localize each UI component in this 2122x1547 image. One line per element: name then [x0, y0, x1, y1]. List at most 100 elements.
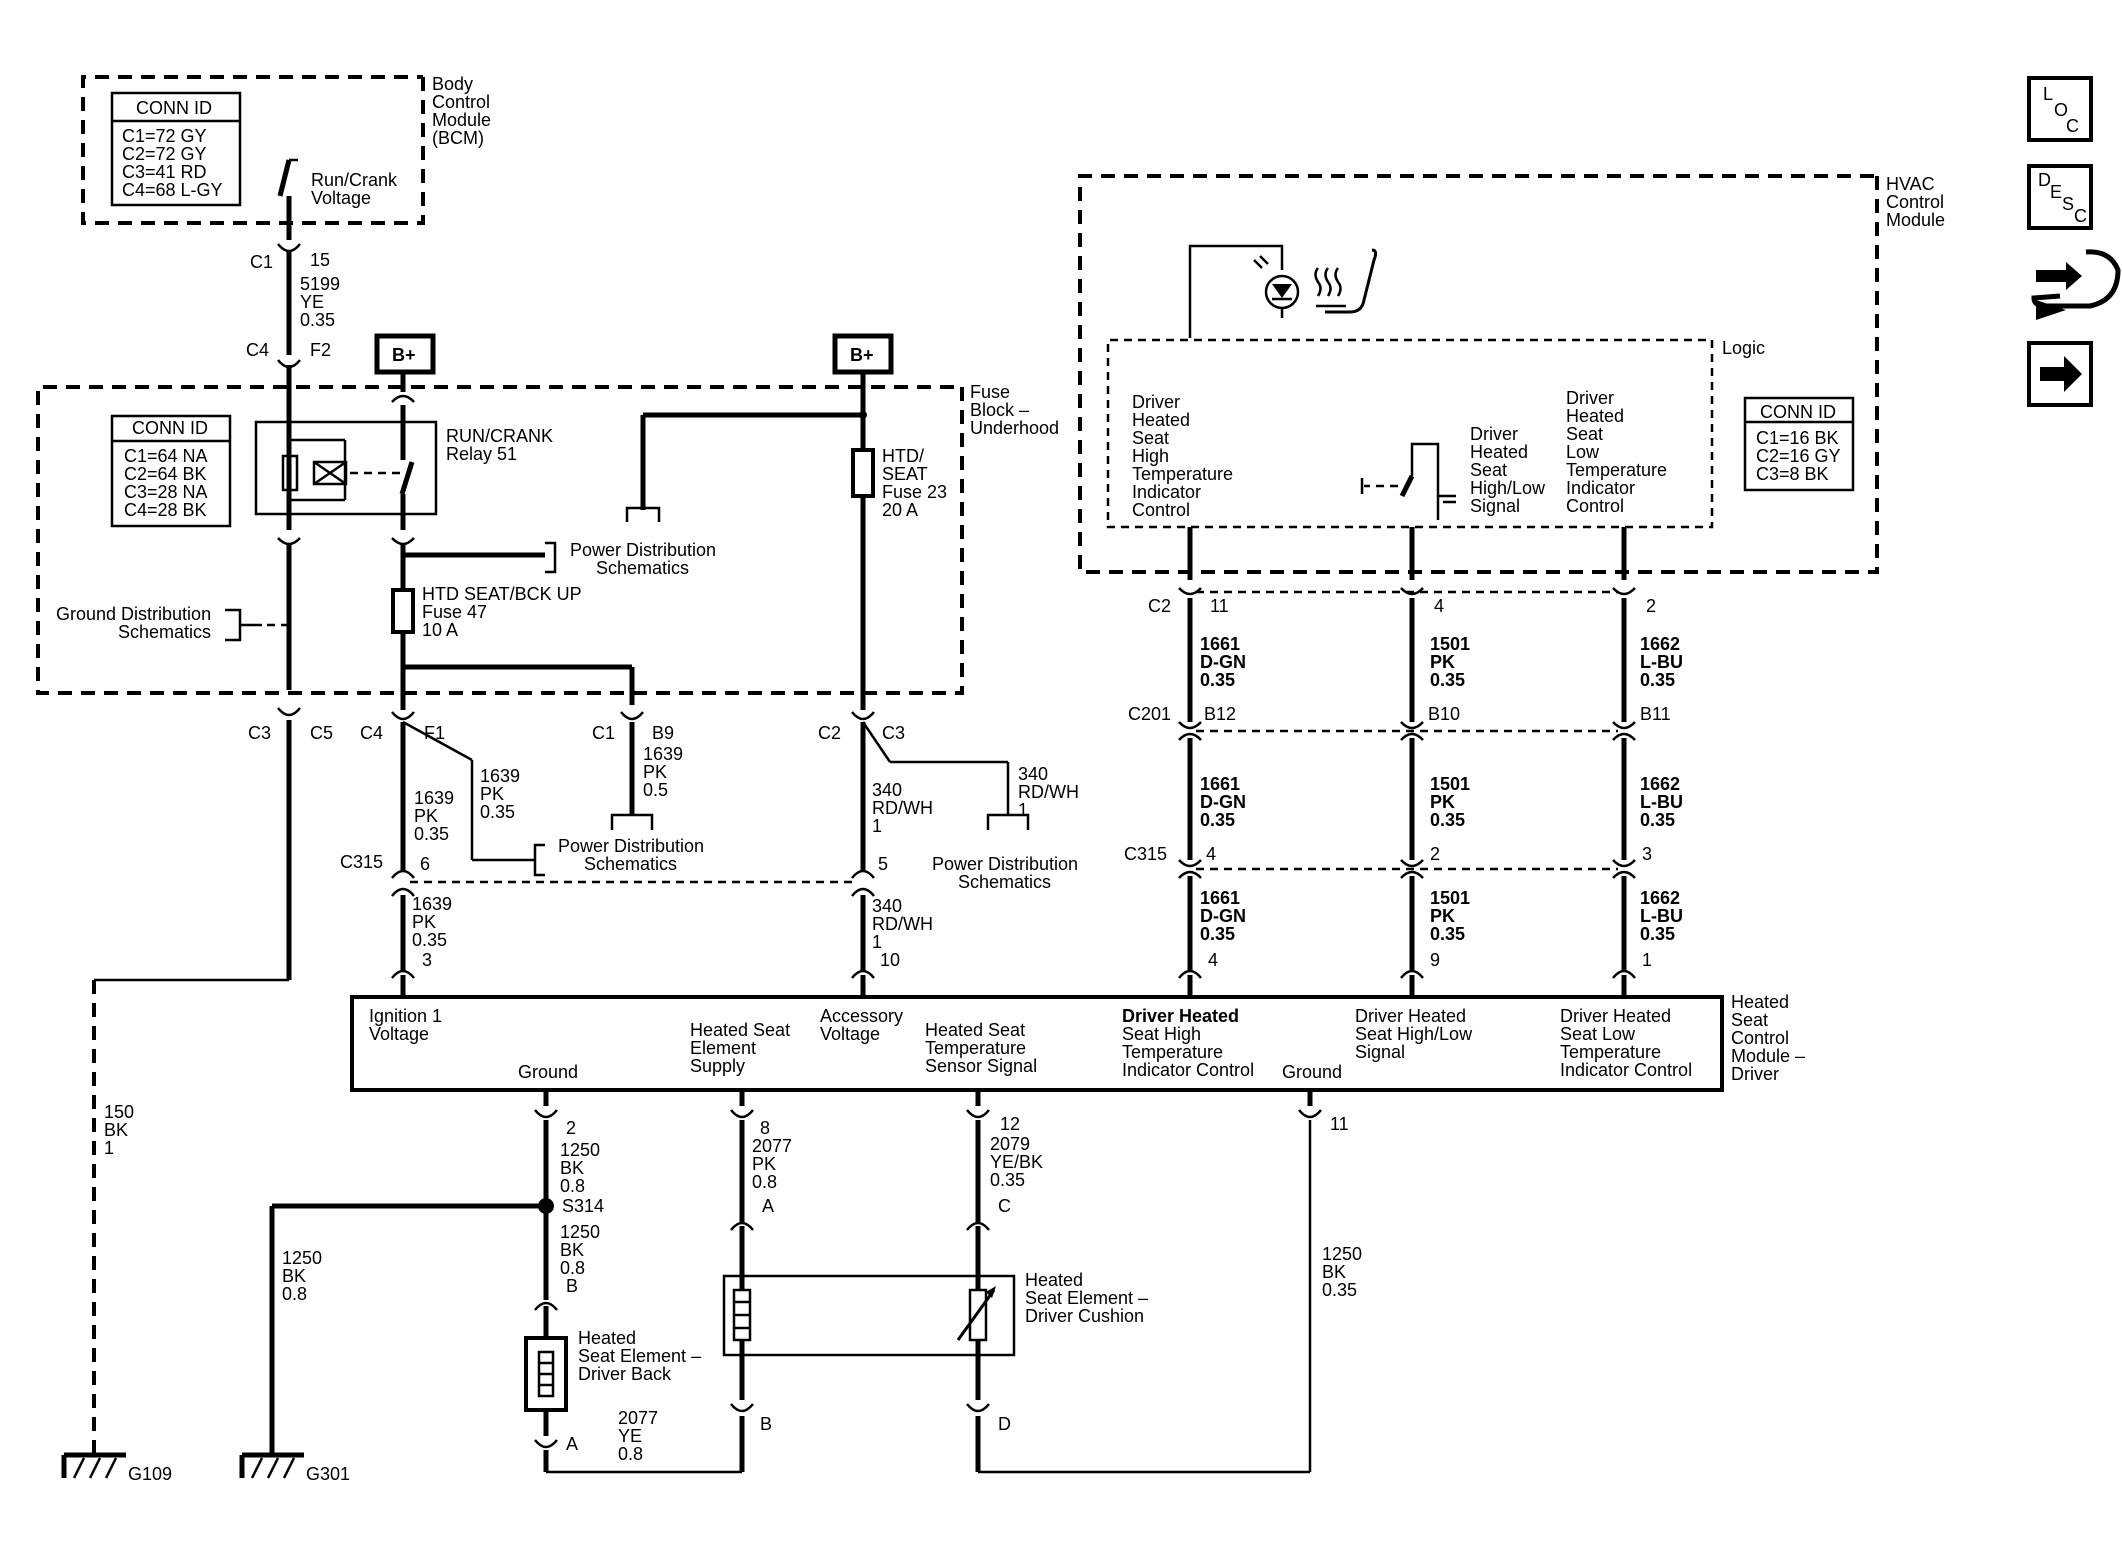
connector-hand-icon[interactable] — [2031, 249, 2121, 320]
wire-1250c-num: 1250 — [282, 1248, 322, 1268]
hvac-sig-low-1: Driver — [1566, 388, 1614, 408]
fuse23-label-4: 20 A — [882, 500, 918, 520]
loc-letter-c: C — [2066, 116, 2079, 136]
conn-c201: C201 — [1128, 704, 1171, 724]
fuse-conn-c3: C3=28 NA — [124, 482, 208, 502]
hvac-sig-mid-5: Signal — [1470, 496, 1520, 516]
wire-1639d-size: 0.35 — [412, 930, 447, 950]
next-page-button[interactable] — [2027, 341, 2093, 407]
pin-cushion-c: C — [998, 1196, 1011, 1216]
conn-b11: B11 — [1640, 704, 1671, 724]
pin-c2-4: 4 — [1434, 596, 1444, 616]
module-low-ind-4: Indicator Control — [1560, 1060, 1692, 1080]
wire-340a-num: 340 — [872, 780, 902, 800]
fuse47-label-2: Fuse 47 — [422, 602, 487, 622]
fuse23-label-2: SEAT — [882, 464, 928, 484]
bplus-left: B+ — [392, 345, 416, 365]
wire-2077b-num: 2077 — [618, 1408, 658, 1428]
wire-1639d-color: PK — [412, 912, 436, 932]
wire-1661c-num: 1661 — [1200, 888, 1240, 908]
wire-1639d-num: 1639 — [412, 894, 452, 914]
pin-m10: 10 — [880, 950, 900, 970]
module-high-low-2: Seat High/Low — [1355, 1024, 1473, 1044]
wire-340a-size: 1 — [872, 816, 882, 836]
conn-b10: B10 — [1428, 704, 1460, 724]
conn-b9: B9 — [652, 723, 674, 743]
hvac-sig-low-6: Indicator — [1566, 478, 1635, 498]
pin-cushion-b: B — [760, 1414, 772, 1434]
wire-1639c-num: 1639 — [643, 744, 683, 764]
hvac-title-3: Module — [1886, 210, 1945, 230]
bcm-run-crank-2: Voltage — [311, 188, 371, 208]
wire-1661b-num: 1661 — [1200, 774, 1240, 794]
loc-letter-l: L — [2043, 84, 2053, 104]
hvac-sig-mid-1: Driver — [1470, 424, 1518, 444]
hvac-sig-mid-2: Heated — [1470, 442, 1528, 462]
fuse-block-title-1: Fuse — [970, 382, 1010, 402]
conn-c4-top: C4 — [246, 340, 269, 360]
wire-1639b-num: 1639 — [480, 766, 520, 786]
c315-left: C315 6 5 1639 PK 0.35 340 RD/WH 1 3 10 — [340, 852, 933, 997]
hvac-logic: Logic — [1722, 338, 1765, 358]
wire-1501c-color: PK — [1430, 906, 1455, 926]
wire-1661c-color: D-GN — [1200, 906, 1246, 926]
wire-1639a-color: PK — [414, 806, 438, 826]
wire-1250c-size: 0.8 — [282, 1284, 307, 1304]
wire-1501c-size: 0.35 — [1430, 924, 1465, 944]
back-element-1: Heated — [578, 1328, 636, 1348]
heated-seat-icon — [1314, 248, 1378, 314]
hvac-sig-low-3: Seat — [1566, 424, 1603, 444]
conn-c2-fuse: C2 — [818, 723, 841, 743]
pin-c315-5: 5 — [878, 854, 888, 874]
ground-g109-icon — [61, 1452, 126, 1479]
fuse47-label-3: 10 A — [422, 620, 458, 640]
location-button[interactable]: L O C — [2027, 76, 2093, 142]
pin-back-a: A — [566, 1434, 578, 1454]
ground-dist-2: Schematics — [118, 622, 211, 642]
bcm-conn-title: CONN ID — [136, 98, 212, 118]
wire-1501c-num: 1501 — [1430, 888, 1470, 908]
bcm-conn-c3: C3=41 RD — [122, 162, 207, 182]
bcm-module: CONN ID C1=72 GY C2=72 GY C3=41 RD C4=68… — [81, 74, 491, 240]
pin-m11: 11 — [1330, 1114, 1349, 1134]
module-temp-sensor-2: Temperature — [925, 1038, 1026, 1058]
wire-1639c-size: 0.5 — [643, 780, 668, 800]
pin-m4: 4 — [1208, 950, 1218, 970]
wire-5199-size: 0.35 — [300, 310, 335, 330]
conn-f1: F1 — [424, 723, 445, 743]
hvac-conn-c1: C1=16 BK — [1756, 428, 1839, 448]
hvac-sig-high-7: Control — [1132, 500, 1190, 520]
wire-1250a-color: BK — [560, 1158, 584, 1178]
hvac-conn-title: CONN ID — [1760, 402, 1836, 422]
wire-150-size: 1 — [104, 1138, 114, 1158]
fuse23-label-3: Fuse 23 — [882, 482, 947, 502]
conn-c4-bottom: C4 — [360, 723, 383, 743]
wire-1639a-num: 1639 — [414, 788, 454, 808]
hvac-sig-mid-3: Seat — [1470, 460, 1507, 480]
power-dist-1-line2: Schematics — [596, 558, 689, 578]
hvac-sig-high-5: Temperature — [1132, 464, 1233, 484]
description-button[interactable]: D E S C — [2027, 164, 2093, 230]
heated-seat-control-module: Heated Seat Control Module – Driver Igni… — [350, 992, 1805, 1092]
wire-1250c-color: BK — [282, 1266, 306, 1286]
wire-1501a-size: 0.35 — [1430, 670, 1465, 690]
wire-1661b-size: 0.35 — [1200, 810, 1235, 830]
module-high-low-3: Signal — [1355, 1042, 1405, 1062]
wire-1662a-size: 0.35 — [1640, 670, 1675, 690]
conn-c5: C5 — [310, 723, 333, 743]
power-dist-3-line2: Schematics — [958, 872, 1051, 892]
wire-5199-num: 5199 — [300, 274, 340, 294]
hvac-sig-high-4: High — [1132, 446, 1169, 466]
hvac-sig-high-3: Seat — [1132, 428, 1169, 448]
conn-g109: G109 — [128, 1464, 172, 1484]
wire-340c-num: 340 — [872, 896, 902, 916]
fuse47-label-1: HTD SEAT/BCK UP — [422, 584, 582, 604]
fuse-block-outputs: C3 C5 150 BK 1 C4 F1 1639 PK 0.35 Power … — [92, 707, 1079, 1455]
wire-2077a-num: 2077 — [752, 1136, 792, 1156]
pin-cushion-a: A — [762, 1196, 774, 1216]
wire-1501a-color: PK — [1430, 652, 1455, 672]
conn-c1-b9: C1 — [592, 723, 615, 743]
wire-340b-num: 340 — [1018, 764, 1048, 784]
module-high-ind-1: Driver Heated — [1122, 1006, 1239, 1026]
module-low-ind-2: Seat Low — [1560, 1024, 1636, 1044]
